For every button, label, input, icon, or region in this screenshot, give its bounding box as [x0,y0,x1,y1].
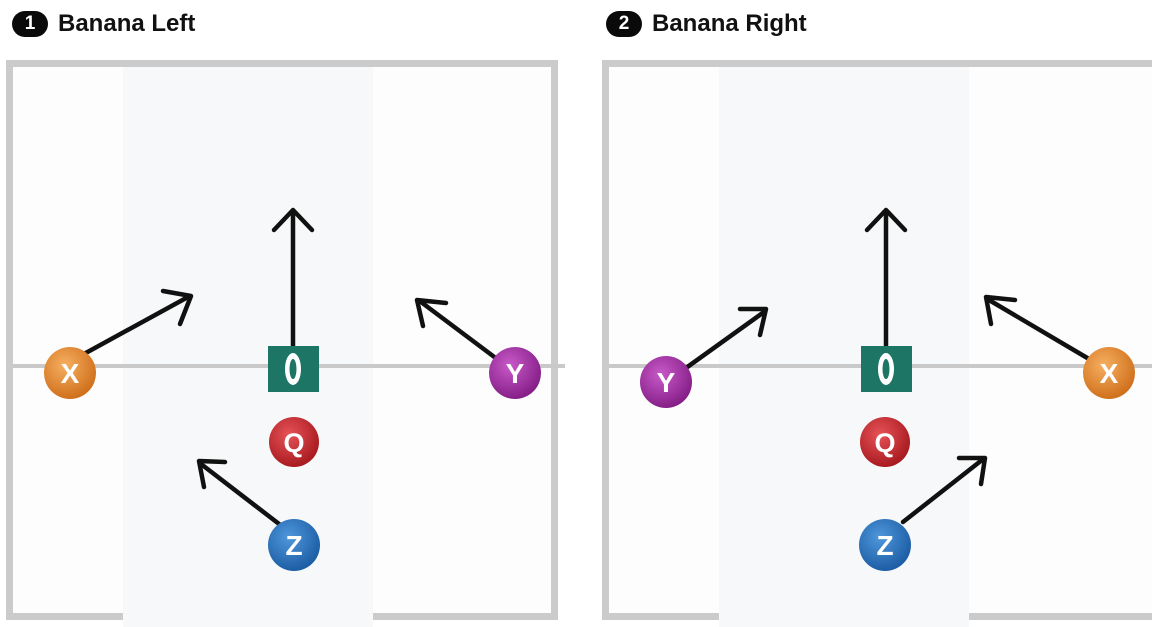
center-ball-marker [861,346,912,392]
route-center [271,207,315,349]
play-1-diagram: X Y Q Z [13,67,565,627]
play-2-name: Banana Right [652,10,807,37]
play-1-field: X Y Q Z [6,60,565,627]
player-y: Y [640,356,692,408]
center-ball-marker [268,346,319,392]
player-x: X [1083,347,1135,399]
svg-text:Q: Q [283,428,304,458]
svg-text:Z: Z [876,530,893,561]
player-q: Q [860,417,910,467]
svg-text:X: X [1100,358,1119,389]
route-z [196,458,286,530]
svg-text:Y: Y [657,367,676,398]
route-z [900,455,988,525]
player-z: Z [268,519,320,571]
svg-text:Q: Q [874,428,895,458]
svg-text:X: X [61,358,80,389]
svg-text:Z: Z [285,530,302,561]
player-z: Z [859,519,911,571]
player-y: Y [489,347,541,399]
svg-text:Y: Y [506,358,525,389]
play-1-name: Banana Left [58,10,196,37]
field-shade [123,67,373,627]
route-y [676,306,769,376]
route-center [864,207,908,349]
play-2-field: Y X Q Z [602,60,1152,627]
play-2-number-badge: 2 [606,11,642,37]
play-2-diagram: Y X Q Z [609,67,1152,627]
play-1-title: 1 Banana Left [12,10,195,38]
route-y [414,297,508,368]
route-x [70,288,194,363]
player-x: X [44,347,96,399]
player-q: Q [269,417,319,467]
field-shade [719,67,969,627]
play-1-number-badge: 1 [12,11,48,37]
play-2-title: 2 Banana Right [606,10,807,38]
route-x [983,294,1092,362]
